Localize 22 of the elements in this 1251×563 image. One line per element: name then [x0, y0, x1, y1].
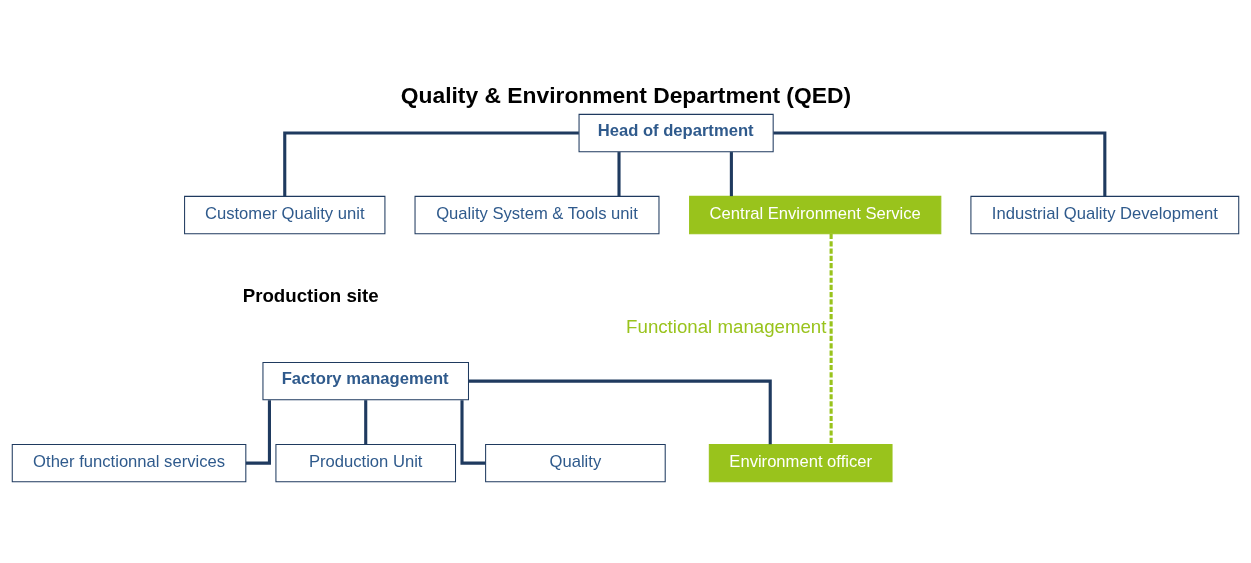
node-box: Quality System & Tools unit: [414, 195, 660, 235]
node-box: Industrial Quality Development: [970, 195, 1240, 235]
connector: [829, 234, 833, 445]
connector: [729, 152, 733, 197]
node-box: Environment officer: [708, 443, 893, 483]
node-box: Quality: [485, 443, 666, 483]
label: Production site: [242, 284, 379, 306]
connector: [283, 131, 579, 197]
node-box: Production Unit: [275, 443, 457, 483]
connector: [617, 152, 621, 197]
connector: [245, 400, 271, 465]
node-box: Factory management: [262, 361, 469, 401]
node-box: Head of department: [578, 113, 774, 153]
node-box: Central Environment Service: [689, 195, 942, 235]
node-box: Other functionnal services: [11, 443, 247, 483]
connector: [773, 131, 1107, 197]
node-box: Customer Quality unit: [184, 195, 386, 235]
diagram-title: Quality & Environment Department (QED): [400, 81, 852, 108]
connector: [460, 400, 486, 465]
connector: [364, 400, 368, 445]
edge-label: Functional management: [626, 316, 827, 338]
connector: [468, 379, 772, 445]
